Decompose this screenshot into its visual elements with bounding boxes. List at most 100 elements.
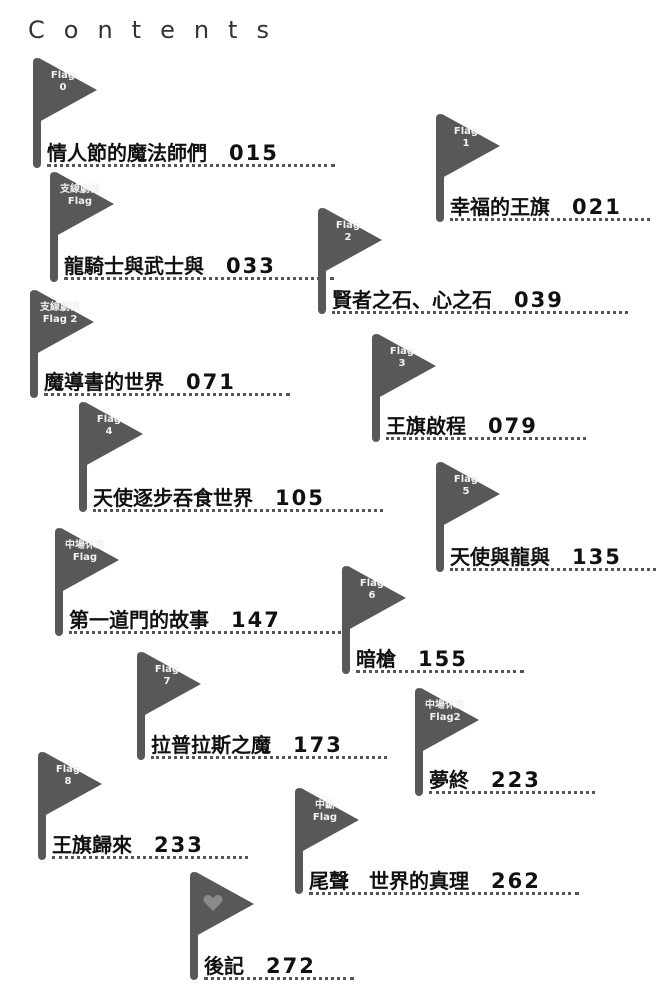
flag-label: Flag 8 — [55, 764, 81, 787]
entry-title-text: 尾聲 世界的真理 — [309, 869, 469, 893]
entry-title-text: 王旗歸來 — [52, 833, 132, 857]
entry-title[interactable]: 尾聲 世界的真理 262 — [309, 865, 541, 894]
entry-title-text: 魔導書的世界 — [44, 370, 164, 394]
flag-pole — [38, 752, 46, 860]
flag-pole — [295, 788, 303, 894]
toc-entry[interactable]: 中斷 Flag 尾聲 世界的真理 262 — [295, 788, 579, 895]
flag-icon — [36, 290, 94, 354]
dotted-leader — [309, 892, 579, 895]
page-number: 015 — [229, 141, 279, 165]
flag-pole — [318, 208, 326, 314]
flag-pole — [415, 688, 423, 796]
dotted-leader — [386, 437, 586, 440]
entry-title[interactable]: 第一道門的故事 147 — [69, 604, 281, 633]
entry-title-text: 第一道門的故事 — [69, 608, 209, 632]
flag-label: Flag 2 — [335, 220, 361, 243]
flag-label: Flag 4 — [96, 414, 122, 437]
dotted-leader — [44, 393, 290, 396]
page-number: 272 — [266, 954, 316, 978]
entry-title-text: 龍騎士與武士與 — [64, 254, 204, 278]
entry-title[interactable]: 王旗歸來 233 — [52, 829, 204, 858]
flag-icon — [44, 752, 102, 816]
entry-title-text: 夢終 — [429, 768, 469, 792]
toc-entry[interactable]: Flag 0 情人節的魔法師們 015 — [33, 58, 335, 168]
entry-title[interactable]: 夢終 223 — [429, 764, 541, 793]
entry-title[interactable]: 幸福的王旗 021 — [450, 191, 622, 220]
entry-title[interactable]: 龍騎士與武士與 033 — [64, 250, 276, 279]
entry-title-text: 後記 — [204, 954, 244, 978]
flag-pole — [190, 872, 198, 980]
page-number: 223 — [491, 768, 541, 792]
flag-icon — [143, 652, 201, 716]
dotted-leader — [332, 311, 628, 314]
flag-label: Flag 5 — [453, 474, 479, 497]
page-number: 079 — [488, 414, 538, 438]
dotted-leader — [64, 277, 334, 280]
toc-entry[interactable]: 中場休息 Flag 第一道門的故事 147 — [55, 528, 341, 636]
page-number: 105 — [275, 486, 325, 510]
flag-icon — [39, 58, 97, 122]
flag-pole — [342, 566, 350, 674]
flag-label: 支線劇情 Flag 2 — [40, 302, 80, 325]
page-number: 155 — [418, 647, 468, 671]
flag-label: 支線劇情 Flag — [60, 184, 100, 207]
flag-icon — [442, 462, 500, 526]
flag-icon — [61, 528, 119, 592]
entry-title[interactable]: 後記 272 — [204, 950, 316, 979]
page-number: 021 — [572, 195, 622, 219]
flag-pole — [55, 528, 63, 636]
dotted-leader — [47, 164, 335, 167]
toc-entry[interactable]: 支線劇情 Flag 龍騎士與武士與 033 — [50, 172, 334, 282]
entry-title[interactable]: 王旗啟程 079 — [386, 410, 538, 439]
flag-icon — [85, 402, 143, 466]
entry-title-text: 賢者之石、心之石 — [332, 288, 492, 312]
flag-icon — [56, 172, 114, 236]
flag-pole — [372, 334, 380, 442]
flag-pole — [79, 402, 87, 512]
dotted-leader — [450, 568, 656, 571]
entry-title-text: 情人節的魔法師們 — [47, 141, 207, 165]
flag-icon — [378, 334, 436, 398]
flag-label: Flag 7 — [154, 664, 180, 687]
page-number: 033 — [226, 254, 276, 278]
flag-label: Flag 3 — [389, 346, 415, 369]
flag-label: Flag 0 — [50, 70, 76, 93]
flag-label: 中斷 Flag — [312, 800, 338, 823]
page-number: 147 — [231, 608, 281, 632]
flag-pole — [436, 114, 444, 222]
toc-entry[interactable]: Flag 3 王旗啟程 079 — [372, 334, 586, 442]
toc-entry[interactable]: Flag 1 幸福的王旗 021 — [436, 114, 650, 222]
dotted-leader — [204, 977, 354, 980]
entry-title-text: 幸福的王旗 — [450, 195, 550, 219]
flag-icon — [324, 208, 382, 272]
page-number: 262 — [491, 869, 541, 893]
flag-pole — [137, 652, 145, 760]
dotted-leader — [52, 856, 248, 859]
page-number: 233 — [154, 833, 204, 857]
flag-icon — [301, 788, 359, 852]
entry-title[interactable]: 情人節的魔法師們 015 — [47, 137, 279, 166]
flag-label: 中場休息 Flag — [65, 540, 105, 563]
toc-entry[interactable]: 後記 272 — [190, 872, 354, 980]
page-number: 173 — [293, 733, 343, 757]
entry-title-text: 王旗啟程 — [386, 414, 466, 438]
flag-icon — [348, 566, 406, 630]
toc-entry[interactable]: Flag 8 王旗歸來 233 — [38, 752, 248, 860]
dotted-leader — [450, 218, 650, 221]
dotted-leader — [151, 756, 387, 759]
flag-icon — [442, 114, 500, 178]
flag-label: Flag 1 — [453, 126, 479, 149]
